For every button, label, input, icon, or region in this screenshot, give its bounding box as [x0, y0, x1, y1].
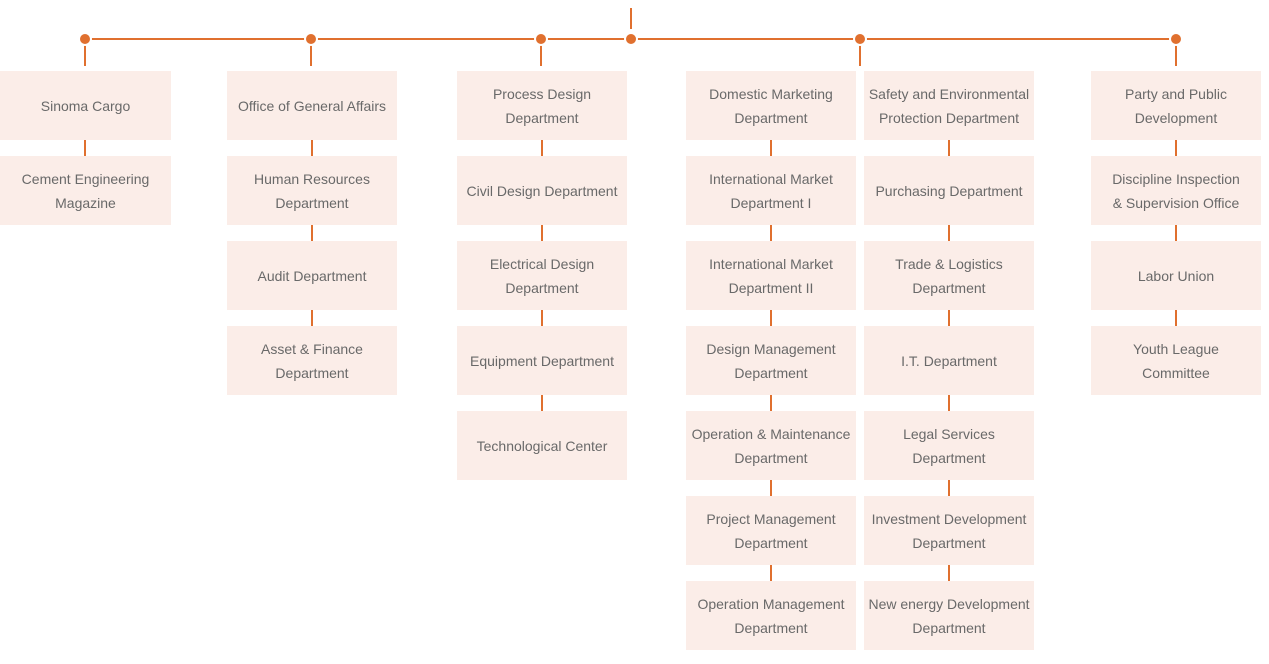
org-box: Technological Center — [457, 411, 627, 480]
trunk-line — [630, 8, 632, 29]
inter-box-line — [770, 395, 772, 411]
inter-box-line — [311, 310, 313, 326]
inter-box-line — [948, 225, 950, 241]
org-box: Discipline Inspection & Supervision Offi… — [1091, 156, 1261, 225]
org-box: New energy Development Department — [864, 581, 1034, 650]
org-box: Youth League Committee — [1091, 326, 1261, 395]
inter-box-line — [770, 565, 772, 581]
org-box: Cement Engineering Magazine — [0, 156, 171, 225]
node-dot — [78, 32, 92, 46]
node-dot — [1169, 32, 1183, 46]
org-box: Audit Department — [227, 241, 397, 310]
org-box: Design Management Department — [686, 326, 856, 395]
org-box: Operation Management Department — [686, 581, 856, 650]
inter-box-line — [541, 140, 543, 156]
org-box: International Market Department I — [686, 156, 856, 225]
inter-box-line — [1175, 310, 1177, 326]
inter-box-line — [84, 140, 86, 156]
inter-box-line — [948, 395, 950, 411]
org-box: Operation & Maintenance Department — [686, 411, 856, 480]
inter-box-line — [770, 310, 772, 326]
org-box: Labor Union — [1091, 241, 1261, 310]
org-box: Legal Services Department — [864, 411, 1034, 480]
inter-box-line — [948, 140, 950, 156]
rail-stub-line — [540, 44, 542, 66]
org-box: Domestic Marketing Department — [686, 71, 856, 140]
org-box: Asset & Finance Department — [227, 326, 397, 395]
org-box: Safety and Environmental Protection Depa… — [864, 71, 1034, 140]
org-box: Civil Design Department — [457, 156, 627, 225]
rail-stub-line — [859, 44, 861, 66]
rail-stub-line — [310, 44, 312, 66]
org-box: Project Management Department — [686, 496, 856, 565]
inter-box-line — [311, 140, 313, 156]
node-dot — [624, 32, 638, 46]
node-dot — [304, 32, 318, 46]
inter-box-line — [770, 140, 772, 156]
inter-box-line — [311, 225, 313, 241]
inter-box-line — [1175, 140, 1177, 156]
inter-box-line — [1175, 225, 1177, 241]
node-dot — [534, 32, 548, 46]
inter-box-line — [948, 565, 950, 581]
inter-box-line — [948, 310, 950, 326]
org-box: Electrical Design Department — [457, 241, 627, 310]
org-box: Trade & Logistics Department — [864, 241, 1034, 310]
inter-box-line — [948, 480, 950, 496]
org-box: Investment Development Department — [864, 496, 1034, 565]
org-box: Party and Public Development — [1091, 71, 1261, 140]
rail-stub-line — [84, 44, 86, 66]
inter-box-line — [541, 225, 543, 241]
inter-box-line — [541, 310, 543, 326]
org-box: Human Resources Department — [227, 156, 397, 225]
org-box: Equipment Department — [457, 326, 627, 395]
org-box: I.T. Department — [864, 326, 1034, 395]
inter-box-line — [541, 395, 543, 411]
org-box: Sinoma Cargo — [0, 71, 171, 140]
org-box: Process Design Department — [457, 71, 627, 140]
org-box: Purchasing Department — [864, 156, 1034, 225]
inter-box-line — [770, 480, 772, 496]
rail-stub-line — [1175, 44, 1177, 66]
org-box: Office of General Affairs — [227, 71, 397, 140]
inter-box-line — [770, 225, 772, 241]
node-dot — [853, 32, 867, 46]
org-box: International Market Department II — [686, 241, 856, 310]
